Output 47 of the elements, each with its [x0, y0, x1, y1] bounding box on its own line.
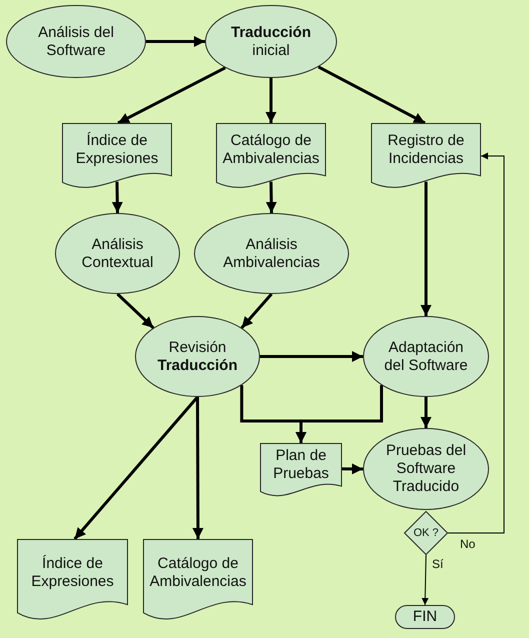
arrow [116, 292, 154, 329]
arrow [266, 78, 276, 123]
arrow [420, 182, 432, 316]
terminator-shape [395, 605, 455, 629]
node-label: OK ? [413, 526, 439, 540]
arrow [112, 182, 123, 214]
arrow [420, 397, 432, 428]
document-shape [260, 443, 342, 497]
node-label: Adaptación del Software [383, 338, 469, 374]
process-ellipse [205, 5, 337, 78]
arrow [146, 36, 205, 47]
node-label: Traducción inicial [230, 24, 312, 60]
arrow [448, 152, 504, 534]
node-label: Catálogo de Ambivalencias [148, 554, 248, 591]
document-shape [371, 123, 481, 189]
arrow [318, 66, 426, 124]
process-ellipse [363, 316, 489, 397]
process-ellipse [194, 213, 349, 294]
node-label: Índice de Expresiones [30, 554, 115, 591]
arrow [117, 66, 226, 124]
process-ellipse [6, 5, 146, 78]
arrow [266, 182, 277, 214]
document-shape [62, 123, 172, 189]
node-label: Plan de Pruebas [272, 447, 330, 484]
node-label: Análisis Ambivalencias [222, 236, 321, 272]
arrow [342, 463, 363, 474]
node-label: Revisión Traducción [156, 338, 239, 374]
node-label: Pruebas del Software Traducido [384, 442, 468, 496]
arrow [260, 351, 363, 362]
edge-label: Sí [432, 558, 444, 571]
node-label: Registro de Incidencias [386, 132, 466, 168]
node-label: Análisis del Software [37, 24, 115, 60]
node-label: Catálogo de Ambivalencias [222, 132, 320, 168]
arrow [192, 397, 204, 539]
process-ellipse [55, 213, 180, 294]
arrow [296, 385, 383, 443]
node-label: Índice de Expresiones [74, 132, 160, 168]
arrow [422, 554, 429, 606]
arrow [240, 293, 273, 329]
document-shape [17, 539, 128, 621]
document-shape [143, 539, 253, 621]
node-label: Análisis Contextual [80, 236, 154, 272]
process-ellipse [135, 316, 260, 397]
document-shape [216, 123, 326, 189]
node-label: FIN [412, 608, 438, 626]
edge-label: No [460, 538, 476, 551]
arrow [74, 396, 199, 540]
